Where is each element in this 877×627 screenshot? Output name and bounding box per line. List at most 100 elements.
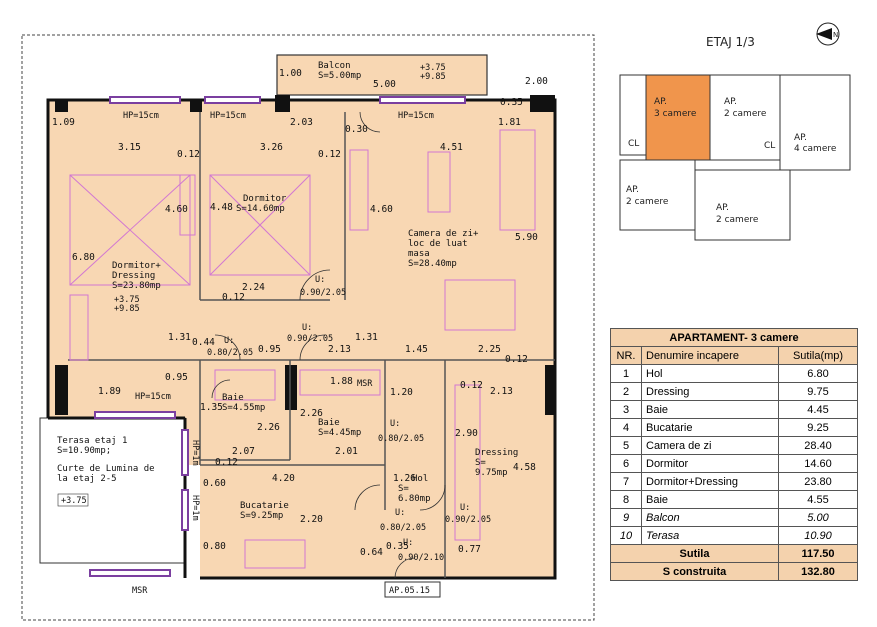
- table-cell-nr: 4: [610, 418, 642, 437]
- north-arrow-icon: [816, 28, 832, 40]
- dim-label: 4.58: [513, 462, 536, 473]
- table-cell-area: 10.90: [778, 526, 858, 545]
- entrance-label: AP.05.15: [389, 586, 430, 596]
- dim-label: 0.35: [500, 97, 523, 108]
- dim-label: 4.60: [370, 204, 393, 215]
- room-hol-area2: 6.80mp: [398, 494, 431, 504]
- msr-label: MSR: [132, 586, 148, 596]
- table-cell-area: 9.25: [778, 418, 858, 437]
- cl-label: CL: [764, 141, 775, 151]
- highlighted-apartment: [645, 74, 711, 161]
- table-cell-name: Dormitor: [641, 454, 779, 473]
- room-dormitor-dressing-elev1: +3.75: [114, 295, 140, 305]
- dim-label: 1.89: [98, 386, 121, 397]
- door-dim: 0.90/2.10: [398, 553, 444, 563]
- table-cell-nr: 7: [610, 472, 642, 491]
- door-swings: [211, 111, 446, 579]
- furniture: [69, 129, 536, 569]
- dim-label: 2.25: [478, 344, 501, 355]
- window-label: HP=15cm: [123, 111, 159, 121]
- room-dressing-area2: 9.75mp: [475, 468, 508, 478]
- table-cell-area: 5.00: [778, 508, 858, 527]
- balcony-elev1: +3.75: [420, 63, 446, 73]
- table-cell-nr: 9: [610, 508, 642, 527]
- dim-label: 0.30: [345, 124, 368, 135]
- room-hol-name: Hol: [412, 474, 428, 484]
- floor-plan: AP.05.15 Balcon S=5.00mp +3.75 +9.85 Dor…: [21, 34, 595, 621]
- room-camera-zi-name: Camera de zi+: [408, 229, 479, 239]
- terrace-line1: Terasa etaj 1: [57, 436, 127, 446]
- unit-l1: AP.: [716, 203, 729, 213]
- table-cell-nr: 2: [610, 382, 642, 401]
- door-label: U:: [395, 508, 405, 518]
- dim-label: 1.31: [355, 332, 378, 343]
- dim-label: 0.77: [458, 544, 481, 555]
- door-dim: 0.90/2.05: [287, 334, 333, 344]
- table-cell-nr: 5: [610, 436, 642, 455]
- table-cell-nr: 6: [610, 454, 642, 473]
- room-baie2-name: Baie: [318, 418, 340, 428]
- floor-label: ETAJ 1/3: [706, 35, 755, 49]
- side-window-label: HP=1m: [190, 440, 200, 466]
- room-dormitor-area: S=14.60mp: [236, 204, 285, 214]
- dim-label: 2.20: [300, 514, 323, 525]
- compass-letter: N: [833, 31, 838, 39]
- door-label: U:: [302, 323, 312, 333]
- sconstruita-value: 132.80: [778, 562, 858, 581]
- unit-l1: AP.: [626, 185, 639, 195]
- window-label: HP=15cm: [398, 111, 434, 121]
- table-title: APARTAMENT- 3 camere: [610, 328, 858, 347]
- unit-l2: 4 camere: [794, 144, 837, 154]
- room-camera-zi-name2: loc de luat: [408, 239, 468, 249]
- dim-label: 1.20: [390, 387, 413, 398]
- dim-label: 2.13: [490, 386, 513, 397]
- dim-label: 5.90: [515, 232, 538, 243]
- dim-label: 3.26: [260, 142, 283, 153]
- windows: [89, 96, 466, 577]
- table-cell-area: 6.80: [778, 364, 858, 383]
- terrace-line4: la etaj 2-5: [57, 474, 117, 484]
- dim-label: 0.12: [460, 380, 483, 391]
- table-cell-nr: 1: [610, 364, 642, 383]
- balcony: [276, 54, 488, 96]
- window-label: HP=15cm: [135, 392, 171, 402]
- table-cell-nr: 3: [610, 400, 642, 419]
- dim-label: 1.81: [498, 117, 521, 128]
- dim-label: 3.15: [118, 142, 141, 153]
- table-cell-area: 4.45: [778, 400, 858, 419]
- dim-label: 0.95: [165, 372, 188, 383]
- door-label: U:: [403, 538, 413, 548]
- sutila-label: Sutila: [610, 544, 779, 563]
- terrace-elev-box: [57, 493, 89, 507]
- dim-label: 0.60: [203, 478, 226, 489]
- room-camera-zi-name3: masa: [408, 249, 430, 259]
- table-cell-name: Dressing: [641, 382, 779, 401]
- door-dim: 0.90/2.05: [445, 515, 491, 525]
- door-dim: 0.80/2.05: [380, 523, 426, 533]
- key-plan: ETAJ 1/3 N AP. 3 camere AP. 2 camere AP.…: [619, 22, 851, 241]
- room-camera-zi-area: S=28.40mp: [408, 259, 457, 269]
- room-bucatarie-area: S=9.25mp: [240, 511, 283, 521]
- table-cell-area: 14.60: [778, 454, 858, 473]
- table-cell-nr: 10: [610, 526, 642, 545]
- highlight-l2: 3 camere: [654, 109, 697, 119]
- door-label: U:: [315, 275, 325, 285]
- dim-label: 0.35: [386, 541, 409, 552]
- dim-label: 0.12: [318, 149, 341, 160]
- apartment-fill: [48, 100, 555, 578]
- dim-label: 2.03: [290, 117, 313, 128]
- dim-label: 0.12: [222, 292, 245, 303]
- room-dormitor-name: Dormitor: [243, 194, 287, 204]
- dim-label: 2.90: [455, 428, 478, 439]
- table-cell-name: Balcon: [641, 508, 779, 527]
- table-cell-name: Bucatarie: [641, 418, 779, 437]
- dim-label: 0.12: [505, 354, 528, 365]
- dim-label: 1.00: [279, 68, 302, 79]
- dim-label: 1.09: [52, 117, 75, 128]
